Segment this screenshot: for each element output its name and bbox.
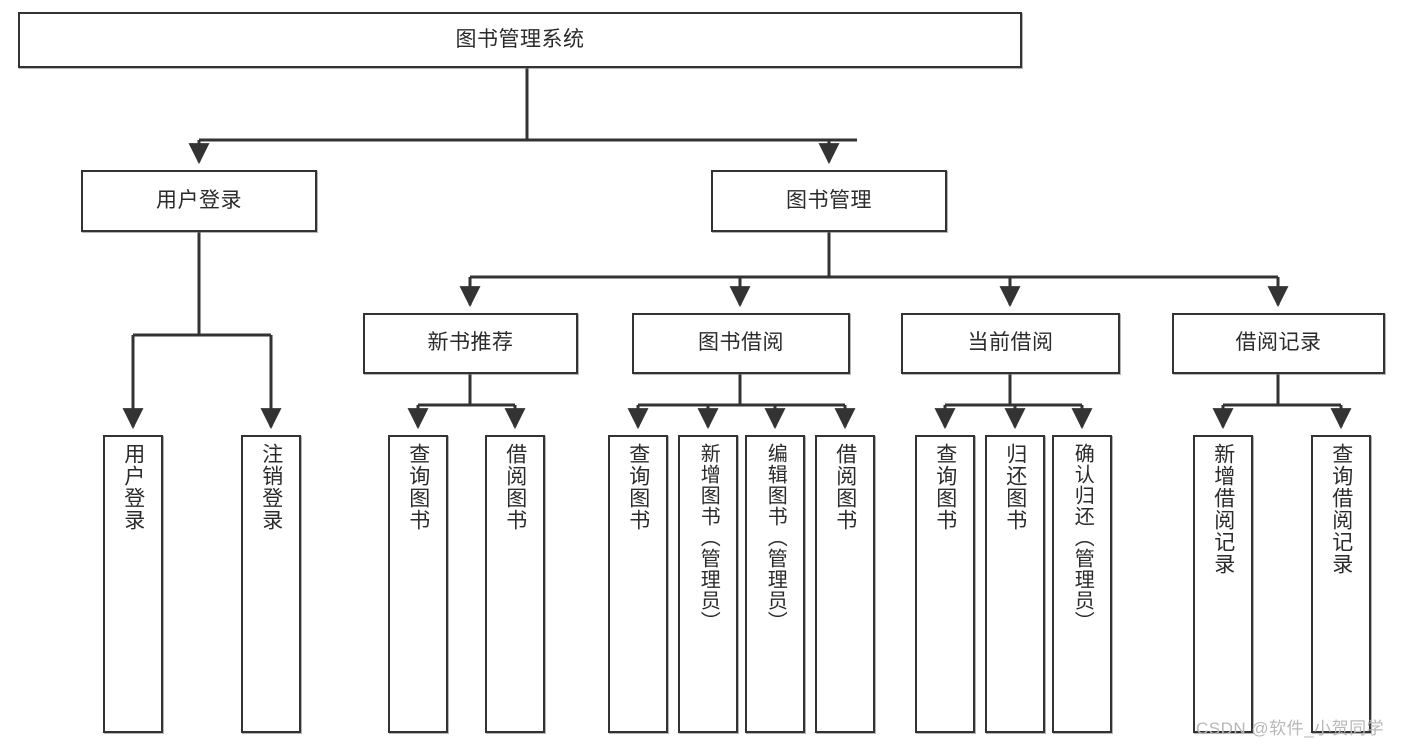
node-label: 查询借阅记录 <box>1329 443 1353 575</box>
node-current-borrow[interactable]: 当前借阅 <box>901 313 1120 374</box>
leaf-recommend-query-book[interactable]: 查询图书 <box>388 435 448 733</box>
node-label: 查询图书 <box>406 443 430 531</box>
node-label: 新增图书（管理员） <box>697 443 720 632</box>
node-label: 用户登录 <box>121 443 145 531</box>
node-label: 确认归还（管理员） <box>1071 443 1094 632</box>
node-label: 编辑图书（管理员） <box>764 443 787 632</box>
leaf-current-confirm-return[interactable]: 确认归还（管理员） <box>1052 435 1112 733</box>
node-label: 查询图书 <box>626 443 650 531</box>
leaf-borrow-borrow-book[interactable]: 借阅图书 <box>815 435 875 733</box>
csdn-watermark: CSDN @软件_小贺同学 <box>1196 719 1385 738</box>
leaf-borrow-query-book[interactable]: 查询图书 <box>608 435 668 733</box>
node-label: 图书管理系统 <box>455 27 585 51</box>
leaf-current-return-book[interactable]: 归还图书 <box>985 435 1045 733</box>
node-borrow-record[interactable]: 借阅记录 <box>1172 313 1385 374</box>
node-label: 借阅图书 <box>503 443 527 531</box>
node-label: 查询图书 <box>933 443 957 531</box>
leaf-user-login[interactable]: 用户登录 <box>103 435 163 733</box>
node-label: 借阅图书 <box>833 443 857 531</box>
leaf-borrow-add-book[interactable]: 新增图书（管理员） <box>678 435 738 733</box>
node-label: 注销登录 <box>259 443 283 531</box>
node-label: 当前借阅 <box>967 331 1054 355</box>
node-book-management[interactable]: 图书管理 <box>711 170 947 232</box>
leaf-logout[interactable]: 注销登录 <box>241 435 301 733</box>
node-label: 借阅记录 <box>1235 331 1322 355</box>
node-label: 新增借阅记录 <box>1211 443 1235 575</box>
leaf-record-query-record[interactable]: 查询借阅记录 <box>1311 435 1371 733</box>
leaf-record-add-record[interactable]: 新增借阅记录 <box>1193 435 1253 733</box>
node-root-system[interactable]: 图书管理系统 <box>18 12 1022 68</box>
node-label: 用户登录 <box>156 188 242 212</box>
node-label: 新书推荐 <box>427 331 514 355</box>
node-label: 归还图书 <box>1003 443 1027 531</box>
node-new-book-recommend[interactable]: 新书推荐 <box>363 313 578 374</box>
node-label: 图书管理 <box>786 188 872 212</box>
leaf-recommend-borrow-book[interactable]: 借阅图书 <box>485 435 545 733</box>
node-label: 图书借阅 <box>698 331 784 355</box>
node-user-login[interactable]: 用户登录 <box>81 170 317 232</box>
leaf-current-query-book[interactable]: 查询图书 <box>915 435 975 733</box>
node-book-borrow[interactable]: 图书借阅 <box>632 313 850 374</box>
leaf-borrow-edit-book[interactable]: 编辑图书（管理员） <box>745 435 805 733</box>
